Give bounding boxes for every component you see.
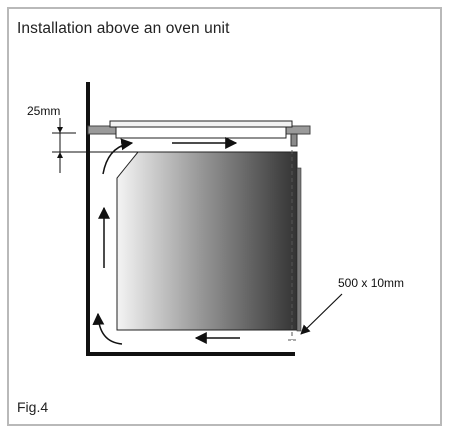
- vent-dimension-label: 500 x 10mm: [338, 276, 404, 290]
- dim-arrow-up: [57, 127, 63, 133]
- airflow-arrow-icon: [92, 312, 123, 345]
- figure-label: Fig.4: [17, 399, 49, 415]
- figure-frame: [7, 7, 442, 426]
- oven-front-panel: [296, 167, 302, 332]
- airflow-arrow-icon: [102, 138, 134, 175]
- dim-arrow-down: [57, 152, 63, 158]
- figure-title: Installation above an oven unit: [17, 20, 230, 37]
- gap-dimension-label: 25mm: [27, 104, 60, 118]
- oven-body: [116, 151, 298, 331]
- hob-body: [115, 126, 287, 139]
- cabinet-wall: [86, 82, 295, 356]
- hob-bracket: [290, 133, 298, 147]
- vent-leader-line: [300, 293, 343, 335]
- hob-top: [109, 120, 293, 128]
